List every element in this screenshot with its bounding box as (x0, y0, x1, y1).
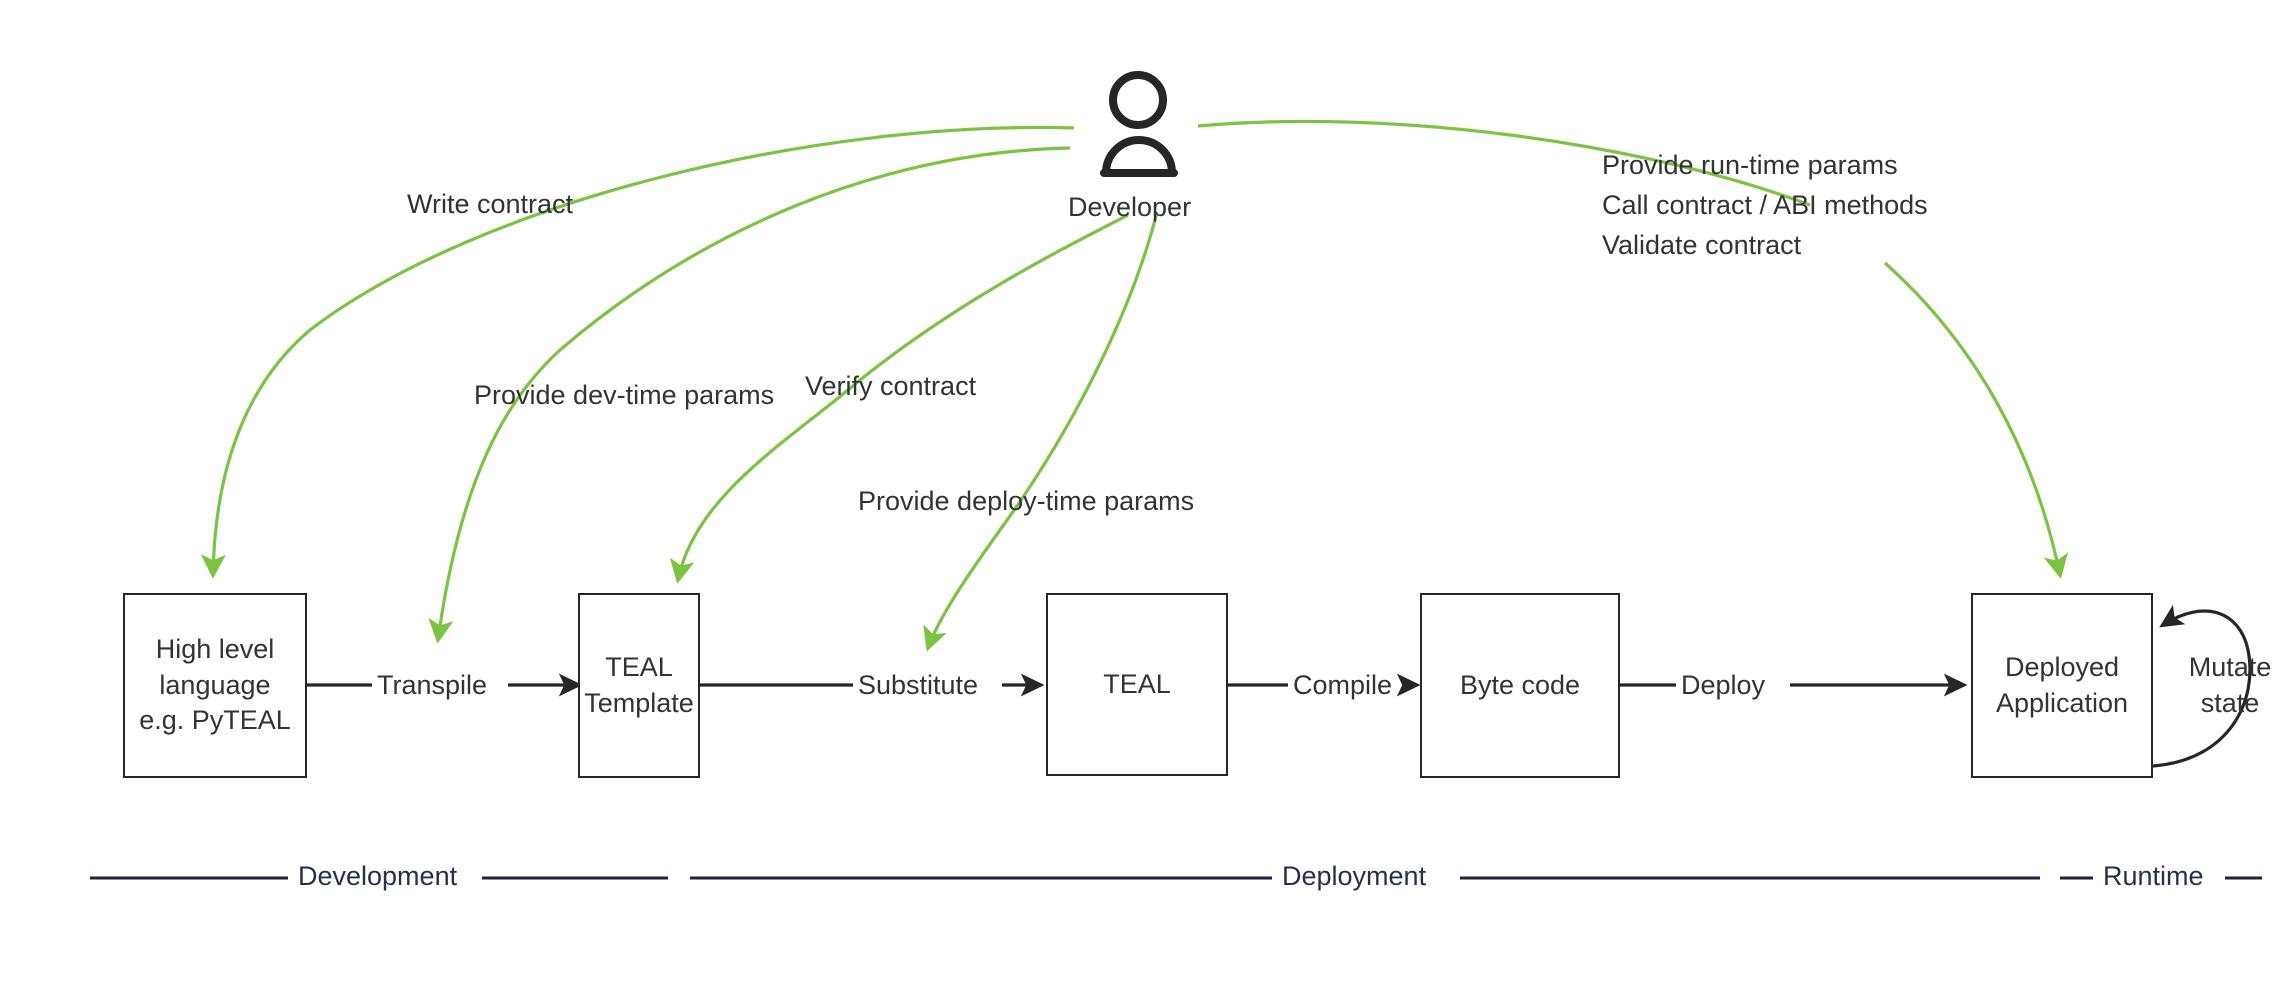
phase-label-deployment: Deployment (1272, 861, 1437, 892)
arrow-provide-run-time-params (1197, 119, 1811, 207)
person-icon (1100, 71, 1178, 177)
annotation-validate-contract: Validate contract (1602, 230, 1802, 260)
arrow-write-contract (200, 125, 1075, 579)
annotation-provide-deploy-time-params: Provide deploy-time params (858, 486, 1195, 516)
annotation-provide-run-time-params: Provide run-time params (1602, 150, 1898, 180)
arrow-provide-deploy-time-params (923, 211, 1159, 652)
annotation-write-contract: Write contract (407, 189, 574, 219)
self-loop-mutate-state (2152, 604, 2252, 768)
arrow-provide-dev-time-params (428, 146, 1071, 644)
node-deployed-application[interactable]: Deployed Application (1971, 593, 2153, 778)
annotation-provide-dev-time-params: Provide dev-time params (474, 380, 775, 410)
annotation-verify-contract: Verify contract (805, 371, 977, 401)
phase-label-development: Development (288, 861, 468, 892)
node-high-level-language[interactable]: High level language e.g. PyTEAL (123, 593, 307, 778)
developer-actor-label: Developer (1068, 192, 1192, 222)
self-loop-label-mutate-state: Mutate state (2188, 652, 2272, 718)
flow-label-substitute: Substitute (853, 670, 984, 701)
flow-label-deploy: Deploy (1676, 670, 1771, 701)
node-teal[interactable]: TEAL (1046, 593, 1228, 776)
node-byte-code[interactable]: Byte code (1420, 593, 1620, 778)
arrow-runtime-to-deployed-application (1883, 261, 2069, 579)
arrow-verify-contract (669, 213, 1129, 584)
node-teal-template[interactable]: TEAL Template (578, 593, 700, 778)
phase-label-runtime: Runtime (2093, 861, 2214, 892)
flow-label-transpile: Transpile (372, 670, 493, 701)
annotation-call-contract-abi-methods: Call contract / ABI methods (1602, 190, 1928, 220)
flow-label-compile: Compile (1288, 670, 1398, 701)
